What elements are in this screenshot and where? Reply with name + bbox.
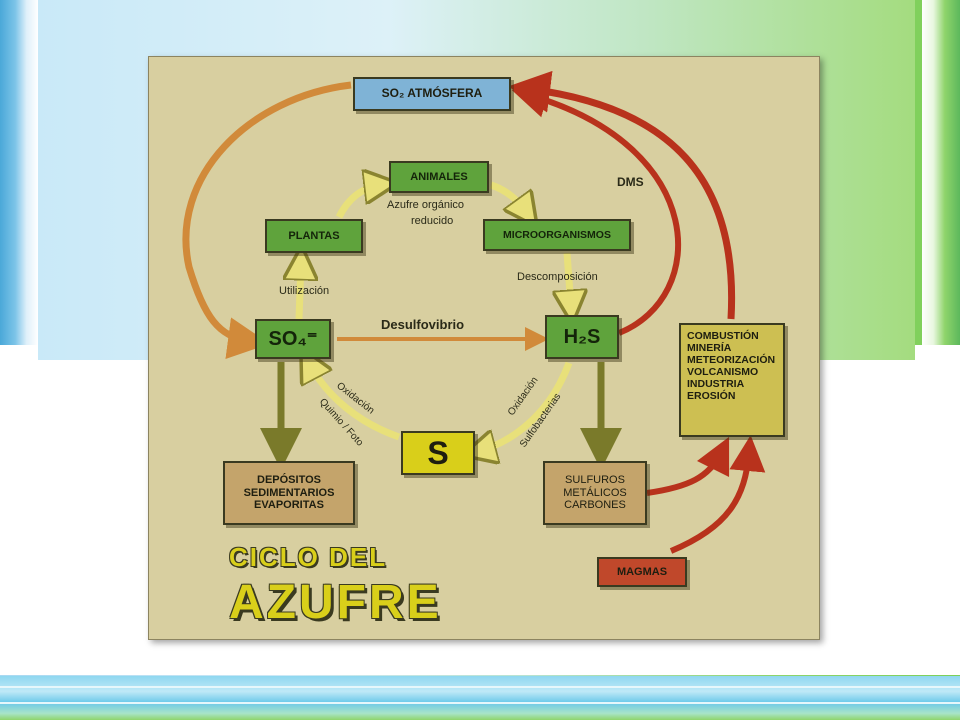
arrow-h2s-to-so2 [511, 82, 682, 336]
arrow-so4-to-plantas [299, 263, 301, 320]
diagram-title-line1: CICLO DEL [229, 542, 388, 572]
plantas-box: PLANTAS [265, 219, 363, 253]
right-decor-stripe [922, 0, 960, 360]
footer-line [0, 702, 960, 704]
h2s-box: H₂S [545, 315, 619, 359]
depositos-box: DEPÓSITOS SEDIMENTARIOS EVAPORITAS [223, 461, 355, 525]
right-white-margin [915, 345, 960, 675]
so4-box: SO₄⁼ [255, 319, 331, 359]
sulfur-cycle-diagram: SO₂ ATMÓSFERA ANIMALES PLANTAS MICROORGA… [148, 56, 820, 640]
label-azufre-organico: Azufre orgánico [387, 199, 465, 211]
fuentes-box: COMBUSTIÓN MINERÍA METEORIZACIÓN VOLCANI… [679, 323, 785, 437]
left-decor-stripe [0, 0, 38, 360]
arrow-fuentes-to-so2 [508, 70, 736, 320]
microorganismos-box: MICROORGANISMOS [483, 219, 631, 251]
arrow-micro-to-h2s [567, 252, 571, 307]
animales-box: ANIMALES [389, 161, 489, 193]
fuente-item: COMBUSTIÓN [687, 330, 759, 342]
arrow-sulfuros-to-fuentes [646, 436, 730, 496]
footer-decor-bar [0, 676, 960, 720]
left-white-margin [0, 345, 38, 675]
arrow-h2s-to-s [479, 361, 573, 451]
fuente-item: METEORIZACIÓN [687, 354, 776, 367]
label-reducido: reducido [411, 215, 454, 227]
magmas-box: MAGMAS [597, 557, 687, 587]
so2-atmosfera-box: SO₂ ATMÓSFERA [353, 77, 511, 111]
fuente-item: INDUSTRIA [687, 378, 745, 391]
label-dms: DMS [617, 175, 644, 189]
arrow-s-to-so4 [309, 363, 401, 441]
fuente-item: MINERÍA [687, 342, 732, 355]
diagram-title-line2: AZUFRE [229, 576, 442, 629]
arrow-so2-to-so4 [182, 81, 352, 360]
label-descomposicion: Descomposición [517, 271, 598, 283]
label-desulfovibrio: Desulfovibrio [381, 317, 465, 332]
fuente-item: VOLCANISMO [687, 366, 759, 379]
fuente-item: EROSIÓN [687, 390, 736, 403]
label-utilizacion: Utilización [279, 285, 330, 297]
diagram-arrows [182, 70, 766, 554]
footer-line [0, 686, 960, 688]
arrow-animales-to-micro [489, 181, 527, 213]
sulfuros-box: SULFUROS METÁLICOS CARBONES [543, 461, 647, 525]
s-box: S [401, 431, 475, 475]
arrow-plantas-to-animales [335, 185, 381, 219]
arrow-magmas-to-fuentes [669, 435, 766, 554]
